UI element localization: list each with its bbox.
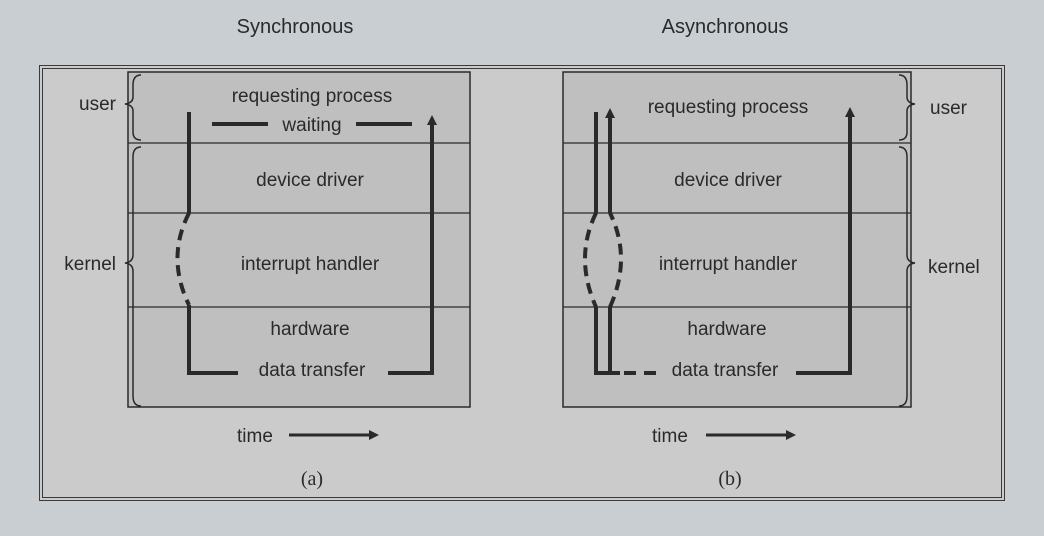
sync-return-arrow [388,115,437,375]
sync-panel: requesting process waiting device driver… [64,71,471,490]
async-device-driver-label: device driver [674,170,782,191]
sync-request-path-bottom [187,305,238,375]
async-interrupt-dashed-left [583,212,598,308]
async-user-label: user [930,98,968,119]
sync-interrupt-handler-label: interrupt handler [241,254,380,275]
async-panel: requesting process device driver interru… [562,71,980,490]
sync-user-label: user [79,94,117,115]
async-interrupt-handler-label: interrupt handler [659,254,798,275]
sync-panel-box [127,71,471,408]
async-hardware-label: hardware [687,319,766,340]
sync-hardware-label: hardware [270,319,349,340]
sync-kernel-label: kernel [64,254,116,275]
sync-time-label: time [237,426,273,447]
sync-user-brace [124,74,142,141]
async-kernel-label: kernel [928,257,980,278]
sync-kernel-brace [124,146,142,407]
async-data-transfer-label: data transfer [672,360,779,381]
async-kernel-brace [898,146,916,407]
sync-data-transfer-label: data transfer [259,360,366,381]
async-requesting-process-label: requesting process [648,97,809,118]
sync-caption: (a) [301,468,323,490]
asynchronous-title: Asynchronous [661,16,789,38]
sync-interrupt-dashed-path [175,212,191,306]
synchronous-title: Synchronous [236,16,354,38]
sync-waiting-label: waiting [281,115,341,136]
async-panel-box [562,71,912,408]
sync-requesting-process-label: requesting process [232,86,393,107]
async-time-label: time [652,426,688,447]
async-user-brace [898,74,916,141]
sync-device-driver-label: device driver [256,170,364,191]
async-caption: (b) [718,468,741,490]
async-completion-arrow [796,107,855,375]
